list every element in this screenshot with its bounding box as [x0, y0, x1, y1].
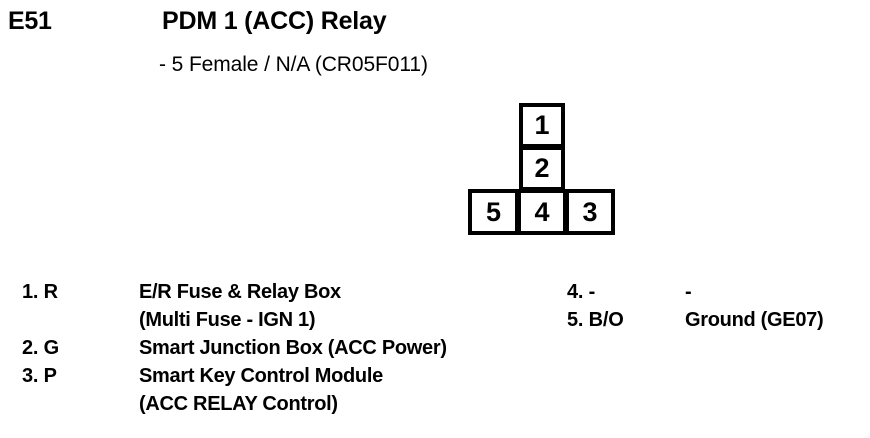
- page-title: PDM 1 (ACC) Relay: [162, 7, 387, 35]
- legend-pin-description: E/R Fuse & Relay Box: [139, 281, 341, 303]
- legend-pin-description: -: [685, 281, 692, 303]
- pin-legend-right-column: 4. - - 5. B/O Ground (GE07): [0, 278, 870, 334]
- connector-pinout-diagram: 1 2 5 4 3: [466, 103, 618, 237]
- pin-cell-4: 4: [517, 189, 567, 235]
- pin-cell-2: 2: [519, 146, 565, 191]
- legend-pin-label: 2. G: [22, 337, 59, 359]
- connector-code: E51: [8, 7, 52, 35]
- legend-row: 1. R E/R Fuse & Relay Box: [0, 278, 545, 306]
- pin-legend: 1. R E/R Fuse & Relay Box (Multi Fuse - …: [0, 278, 870, 438]
- legend-pin-description: Smart Junction Box (ACC Power): [139, 337, 447, 359]
- legend-row: 3. P Smart Key Control Module: [0, 362, 545, 390]
- connector-subtitle: - 5 Female / N/A (CR05F011): [159, 53, 428, 76]
- legend-pin-description: Smart Key Control Module: [139, 365, 383, 387]
- legend-pin-description: (Multi Fuse - IGN 1): [139, 309, 316, 331]
- legend-pin-label: 4. -: [567, 281, 596, 303]
- legend-pin-label: 3. P: [22, 365, 57, 387]
- pin-legend-left-column: 1. R E/R Fuse & Relay Box (Multi Fuse - …: [0, 278, 545, 418]
- legend-row: (ACC RELAY Control): [0, 390, 545, 418]
- pin-cell-5: 5: [468, 189, 519, 235]
- legend-row: 5. B/O Ground (GE07): [0, 306, 870, 334]
- legend-row: 2. G Smart Junction Box (ACC Power): [0, 334, 545, 362]
- legend-pin-label: 5. B/O: [567, 309, 624, 331]
- legend-pin-description: (ACC RELAY Control): [139, 393, 338, 415]
- legend-pin-description: Ground (GE07): [685, 309, 824, 331]
- pin-cell-3: 3: [565, 189, 615, 235]
- pin-cell-1: 1: [519, 103, 565, 148]
- legend-row: 4. - -: [0, 278, 870, 306]
- legend-row: (Multi Fuse - IGN 1): [0, 306, 545, 334]
- legend-pin-label: 1. R: [22, 281, 58, 303]
